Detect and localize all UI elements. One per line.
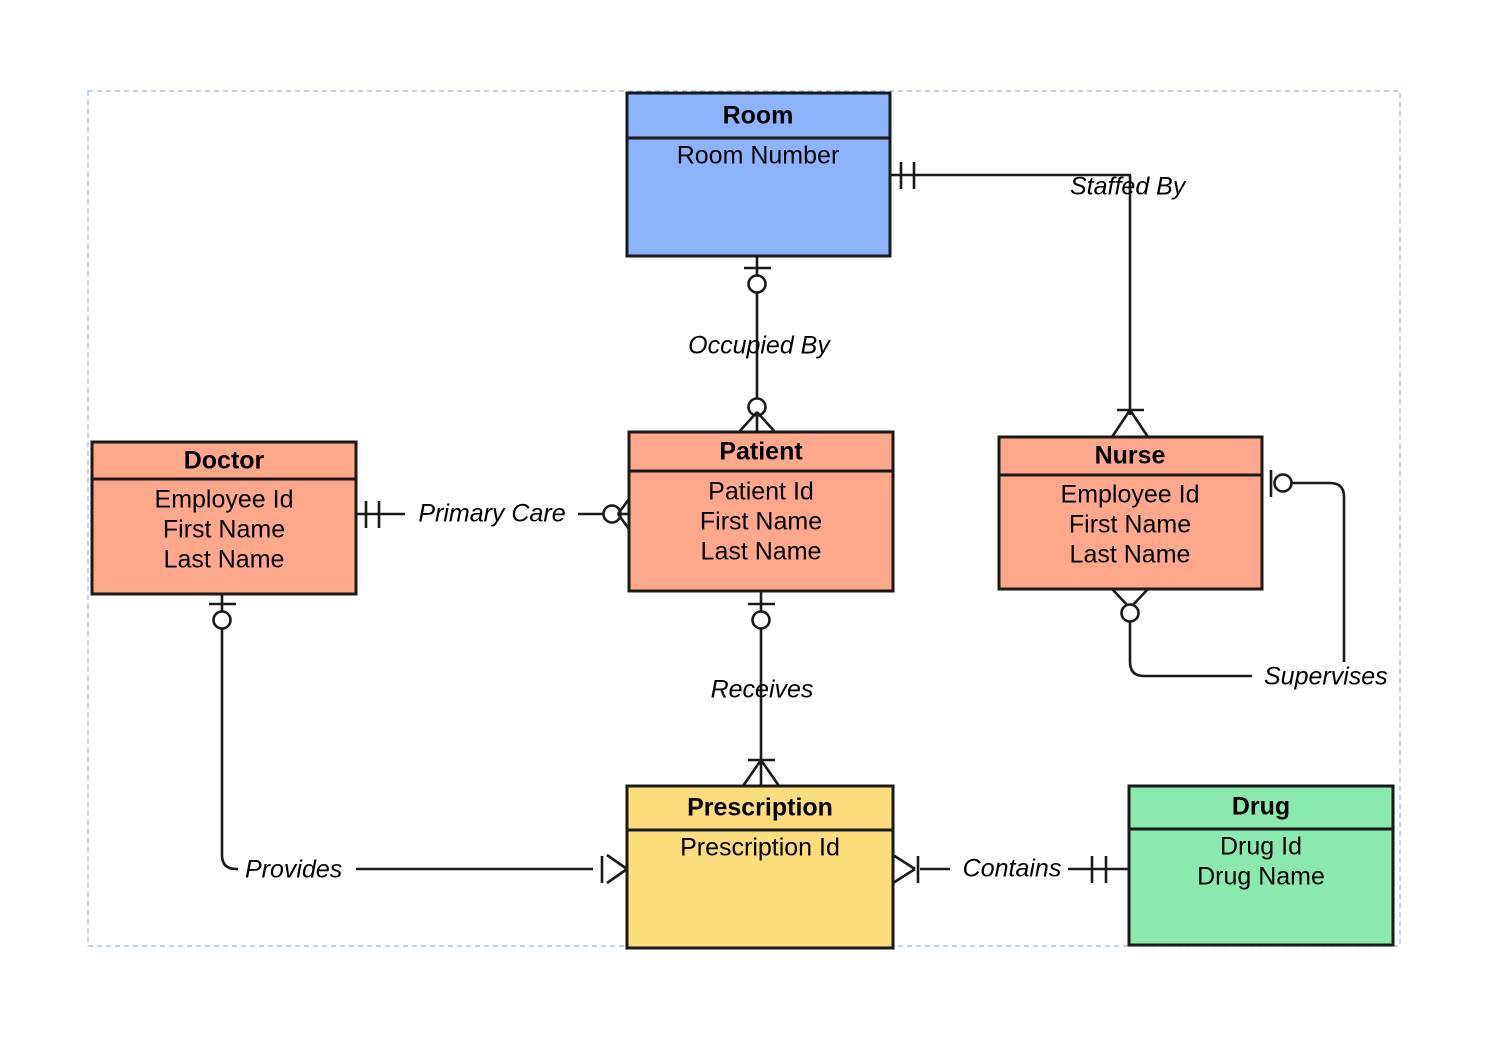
entity-room-box [625,91,892,258]
entity-prescription-box [625,784,895,950]
occupied-by-patient-crowsfoot [738,411,776,433]
entity-doctor-attribute-2: Last Name [164,546,285,574]
entity-patient-title: Patient [719,438,803,466]
staffed-by-nurse-crowsfoot [1110,409,1150,438]
entity-prescription-title: Prescription [687,794,833,822]
entity-nurse-attribute-2: Last Name [1070,541,1191,569]
entity-patient-attribute-2: Last Name [701,538,822,566]
staffed-by-line [890,173,1132,415]
entity-nurse[interactable]: Nurse Employee Id First Name Last Name [997,435,1264,591]
occupied-by-label: Occupied By [688,332,831,360]
entity-doctor-box [90,440,358,596]
relationship-supervises[interactable]: Supervises [1111,470,1388,691]
supervises-nurse-circle [1273,473,1293,493]
relationship-contains[interactable]: Contains [892,853,1129,885]
entity-room[interactable]: Room Room Number [625,91,892,258]
relationship-receives[interactable]: Receives [711,591,814,787]
receives-prescription-crowsfoot [741,759,781,787]
entity-doctor-attribute-0: Employee Id [155,486,294,514]
entity-drug-attribute-0: Drug Id [1220,833,1302,861]
entity-patient-attribute-1: First Name [700,508,822,536]
entity-drug-title: Drug [1232,793,1290,821]
provides-prescription-crowsfoot [606,853,628,885]
staffed-by-label: Staffed By [1070,173,1187,201]
receives-label: Receives [711,676,814,704]
provides-line [220,594,238,871]
supervises-nurse-circle-bottom [1120,603,1140,623]
entity-doctor-title: Doctor [184,447,265,475]
entity-room-attribute-0: Room Number [677,142,840,170]
contains-label: Contains [963,855,1062,883]
provides-doctor-circle [212,610,232,630]
entity-drug[interactable]: Drug Drug Id Drug Name [1127,784,1395,947]
occupied-by-patient-circle [747,397,767,417]
entity-nurse-box [997,435,1264,591]
supervises-line [1292,481,1346,662]
primary-care-label: Primary Care [418,500,565,528]
provides-label: Provides [245,856,342,884]
entity-nurse-title: Nurse [1095,442,1166,470]
entity-patient-attribute-0: Patient Id [708,478,814,506]
entity-nurse-attribute-1: First Name [1069,511,1191,539]
page-boundary [87,90,1401,947]
supervises-line-return [1128,613,1252,678]
relationship-staffed-by[interactable]: Staffed By [890,162,1187,438]
entity-drug-attribute-1: Drug Name [1197,863,1325,891]
relationship-provides[interactable]: Provides [209,594,628,885]
receives-patient-circle [751,610,771,630]
primary-care-patient-crowsfoot [616,498,631,530]
entity-doctor[interactable]: Doctor Employee Id First Name Last Name [90,440,358,596]
occupied-by-room-circle [747,274,767,294]
entity-prescription[interactable]: Prescription Prescription Id [625,784,895,950]
entity-nurse-attribute-0: Employee Id [1061,481,1200,509]
relationship-occupied-by[interactable]: Occupied By [688,256,831,433]
contains-prescription-crowsfoot [892,853,916,885]
entity-drug-box [1127,784,1395,947]
entity-prescription-attribute-0: Prescription Id [680,834,840,862]
primary-care-patient-circle [602,504,622,524]
entity-patient[interactable]: Patient Patient Id First Name Last Name [627,430,895,593]
relationship-primary-care[interactable]: Primary Care [356,498,631,530]
entity-room-title: Room [723,102,794,130]
entity-doctor-attribute-1: First Name [163,516,285,544]
entity-patient-box [627,430,895,593]
supervises-label: Supervises [1264,663,1388,691]
